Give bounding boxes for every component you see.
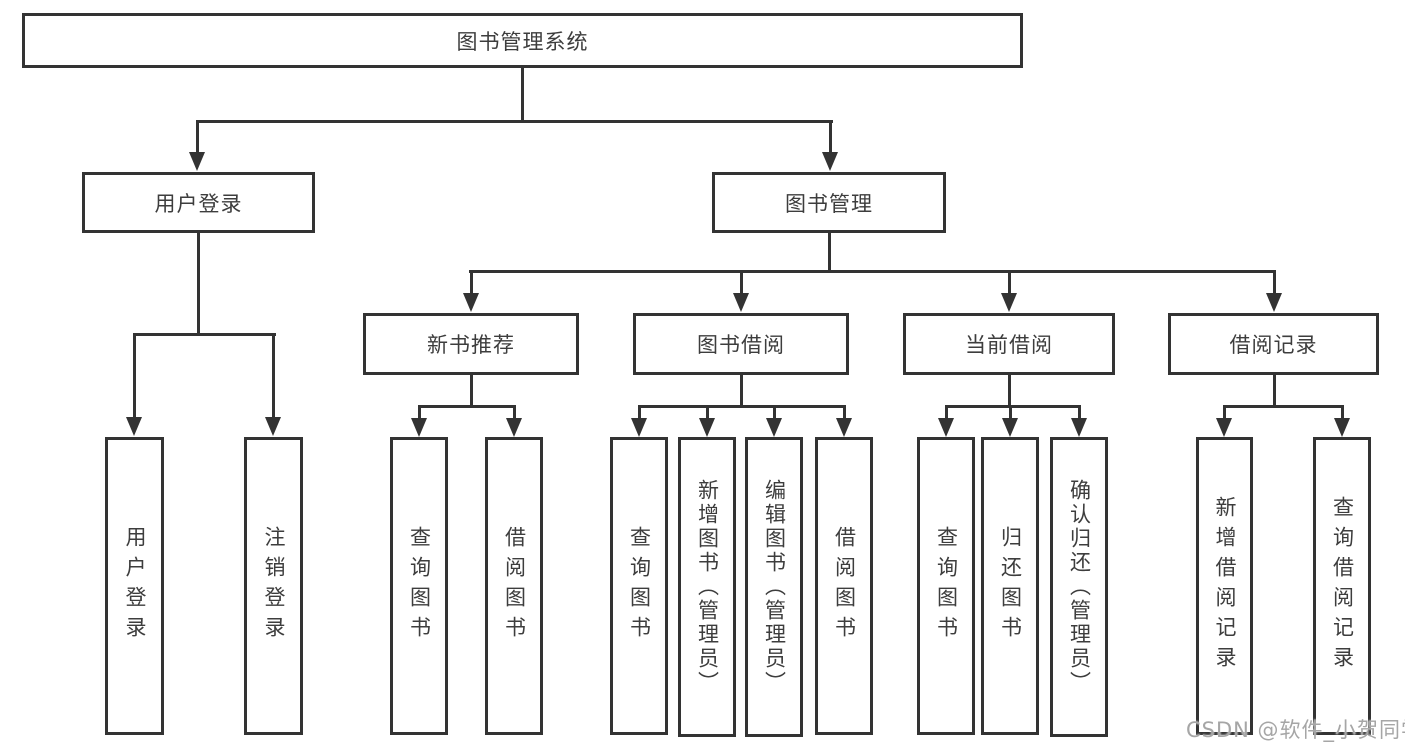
arrowhead-down: [1334, 418, 1350, 437]
connector-drop: [773, 408, 776, 419]
connector-drop: [1341, 408, 1344, 419]
arrowhead-down: [938, 418, 954, 437]
leaf-label: 新增借阅记录: [1213, 496, 1237, 676]
node-new-book-recommendation: 新书推荐: [363, 313, 579, 375]
node-label: 借阅记录: [1229, 333, 1318, 357]
arrowhead-down: [766, 418, 782, 437]
node-label: 新书推荐: [427, 333, 515, 357]
arrowhead-down: [1266, 293, 1282, 312]
connector-drop: [706, 408, 709, 419]
connector-user-login-split: [133, 333, 276, 336]
leaf-borrow-books: 借阅图书: [815, 437, 873, 735]
leaf-label: 借阅图书: [832, 526, 857, 646]
node-book-borrowing: 图书借阅: [633, 313, 849, 375]
connector-stem: [470, 375, 473, 408]
leaf-query-books: 查询图书: [390, 437, 448, 735]
node-label: 当前借阅: [965, 333, 1053, 357]
leaf-label: 用户登录: [123, 526, 147, 646]
arrowhead-down: [1071, 418, 1087, 437]
arrowhead-down: [631, 418, 647, 437]
leaf-label: 确认归还（管理员）: [1067, 479, 1092, 695]
connector-split: [638, 405, 846, 408]
connector-level1-split: [196, 120, 833, 123]
connector-split: [945, 405, 1081, 408]
arrowhead-down: [733, 293, 749, 312]
leaf-edit-books-admin: 编辑图书（管理员）: [745, 437, 803, 737]
node-current-borrowing: 当前借阅: [903, 313, 1115, 375]
node-label: 图书管理系统: [456, 29, 589, 54]
leaf-query-books: 查询图书: [610, 437, 668, 735]
connector-stem: [1273, 375, 1276, 408]
node-borrowing-records: 借阅记录: [1168, 313, 1379, 375]
arrowhead-down: [411, 418, 427, 437]
arrowhead-down: [1002, 418, 1018, 437]
connector-book-management-stem: [828, 233, 831, 273]
connector-level3-bus: [469, 270, 1276, 273]
connector-drop: [1009, 408, 1012, 419]
arrowhead-down: [189, 152, 205, 171]
leaf-add-borrow-record: 新增借阅记录: [1196, 437, 1253, 735]
leaf-label: 查询图书: [407, 526, 432, 646]
leaf-query-books: 查询图书: [917, 437, 975, 735]
leaf-label: 编辑图书（管理员）: [762, 479, 787, 695]
connector-stem: [1008, 375, 1011, 408]
arrowhead-down: [463, 293, 479, 312]
connector-drop: [470, 273, 473, 295]
leaf-borrow-books: 借阅图书: [485, 437, 543, 735]
connector-drop: [1223, 408, 1226, 419]
connector-drop: [418, 408, 421, 419]
connector-stem: [740, 375, 743, 408]
node-label: 图书管理: [785, 191, 873, 216]
connector-split: [418, 405, 516, 408]
leaf-label: 归还图书: [998, 526, 1023, 646]
arrowhead-down: [265, 417, 281, 436]
node-label: 用户登录: [154, 191, 243, 216]
leaf-return-books: 归还图书: [981, 437, 1039, 735]
connector-drop: [945, 408, 948, 419]
node-user-login: 用户登录: [82, 172, 315, 233]
leaf-label: 注销登录: [262, 526, 286, 646]
arrowhead-down: [1216, 418, 1232, 437]
arrowhead-down: [822, 152, 838, 171]
csdn-watermark: CSDN @软件_小贺同学: [1186, 718, 1405, 742]
leaf-logout: 注销登录: [244, 437, 303, 735]
leaf-label: 查询图书: [934, 526, 959, 646]
connector-root-stem: [521, 68, 524, 123]
leaf-label: 新增图书（管理员）: [695, 479, 720, 695]
connector-drop: [843, 408, 846, 419]
connector-user-login-stem: [197, 233, 200, 336]
leaf-query-borrow-record: 查询借阅记录: [1313, 437, 1371, 735]
connector-drop: [133, 336, 136, 418]
leaf-label: 查询图书: [627, 526, 652, 646]
connector-drop: [638, 408, 641, 419]
arrowhead-down: [699, 418, 715, 437]
connector-drop: [272, 336, 275, 418]
leaf-label: 查询借阅记录: [1330, 496, 1355, 676]
arrowhead-down: [836, 418, 852, 437]
connector-drop: [196, 123, 199, 153]
leaf-label: 借阅图书: [502, 526, 527, 646]
arrowhead-down: [1001, 293, 1017, 312]
arrowhead-down: [506, 418, 522, 437]
connector-drop: [513, 408, 516, 419]
connector-drop: [1008, 273, 1011, 295]
leaf-add-books-admin: 新增图书（管理员）: [678, 437, 736, 737]
leaf-confirm-return-admin: 确认归还（管理员）: [1050, 437, 1108, 737]
node-label: 图书借阅: [697, 333, 785, 357]
arrowhead-down: [126, 417, 142, 436]
connector-drop: [1078, 408, 1081, 419]
node-library-management-system: 图书管理系统: [22, 13, 1023, 68]
leaf-user-login: 用户登录: [105, 437, 164, 735]
connector-drop: [1273, 273, 1276, 295]
node-book-management: 图书管理: [712, 172, 946, 233]
connector-drop: [829, 123, 832, 153]
connector-split: [1223, 405, 1344, 408]
connector-drop: [740, 273, 743, 295]
